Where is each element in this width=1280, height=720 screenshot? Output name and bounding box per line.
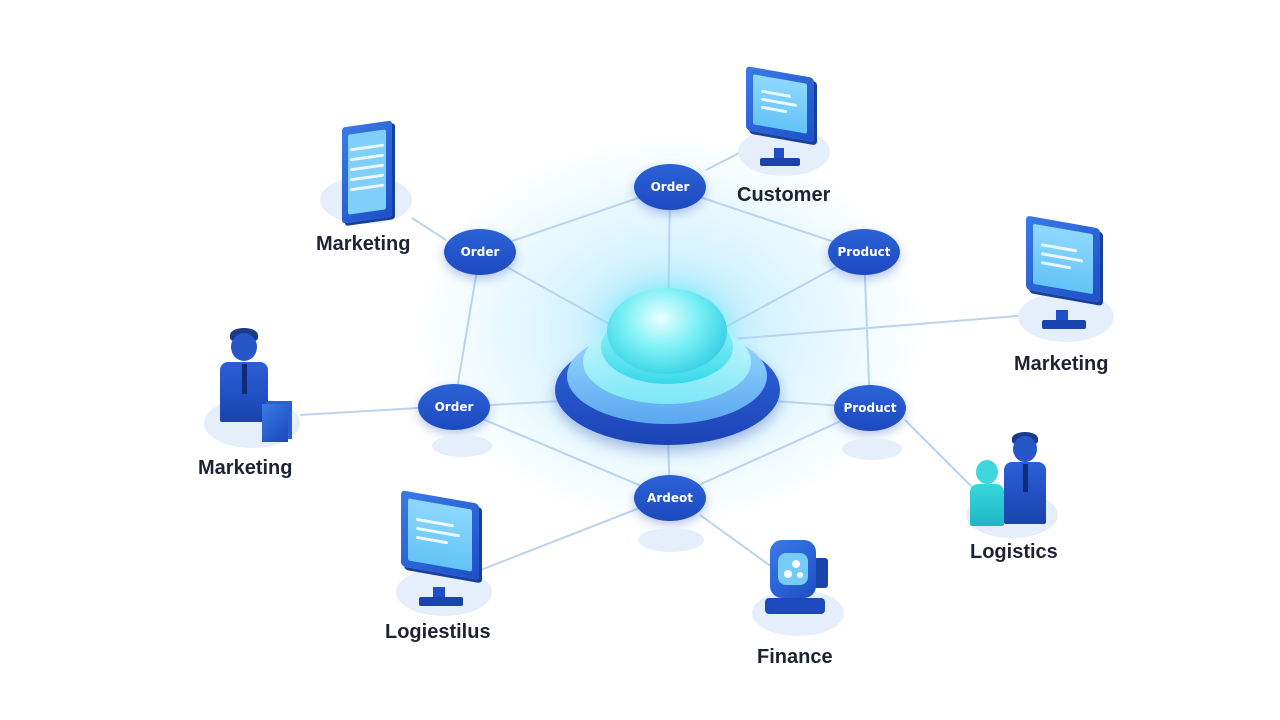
finance-device-side: [814, 558, 828, 588]
finance-device-screen: [778, 553, 808, 585]
hub-dome: [607, 288, 727, 374]
link-line: [904, 419, 976, 491]
central-hub: [555, 280, 780, 470]
hub-node-left-upper[interactable]: Order: [444, 229, 516, 275]
link-line: [453, 406, 671, 499]
label-logistics: Logistics: [970, 541, 1058, 563]
finance-device-stand: [765, 598, 825, 614]
link-line: [454, 499, 661, 581]
hub-node-bottom[interactable]: Ardeot: [634, 475, 706, 521]
link-line: [669, 407, 871, 499]
finance-dot: [792, 560, 800, 568]
hub-node-right-lower[interactable]: Product: [834, 385, 906, 431]
document-icon: [342, 120, 392, 224]
label-logiestilus: Logiestilus: [385, 621, 491, 643]
label-marketing-right: Marketing: [1014, 353, 1109, 375]
finance-dot: [784, 570, 792, 578]
link-line: [863, 251, 871, 409]
node-shadow: [432, 435, 492, 457]
hub-node-left-lower[interactable]: Order: [418, 384, 490, 430]
hub-node-right-upper[interactable]: Product: [828, 229, 900, 275]
link-line: [719, 314, 1031, 341]
node-shadow: [638, 528, 704, 552]
node-shadow: [842, 438, 902, 460]
label-customer: Customer: [737, 184, 831, 206]
link-line: [299, 407, 419, 416]
label-marketing-top: Marketing: [316, 233, 411, 255]
box-icon: [262, 404, 288, 442]
label-marketing-left: Marketing: [198, 457, 293, 479]
link-line: [411, 217, 447, 241]
link-line: [453, 251, 481, 408]
hub-node-top[interactable]: Order: [634, 164, 706, 210]
label-finance: Finance: [757, 646, 833, 668]
finance-dot: [797, 572, 803, 578]
